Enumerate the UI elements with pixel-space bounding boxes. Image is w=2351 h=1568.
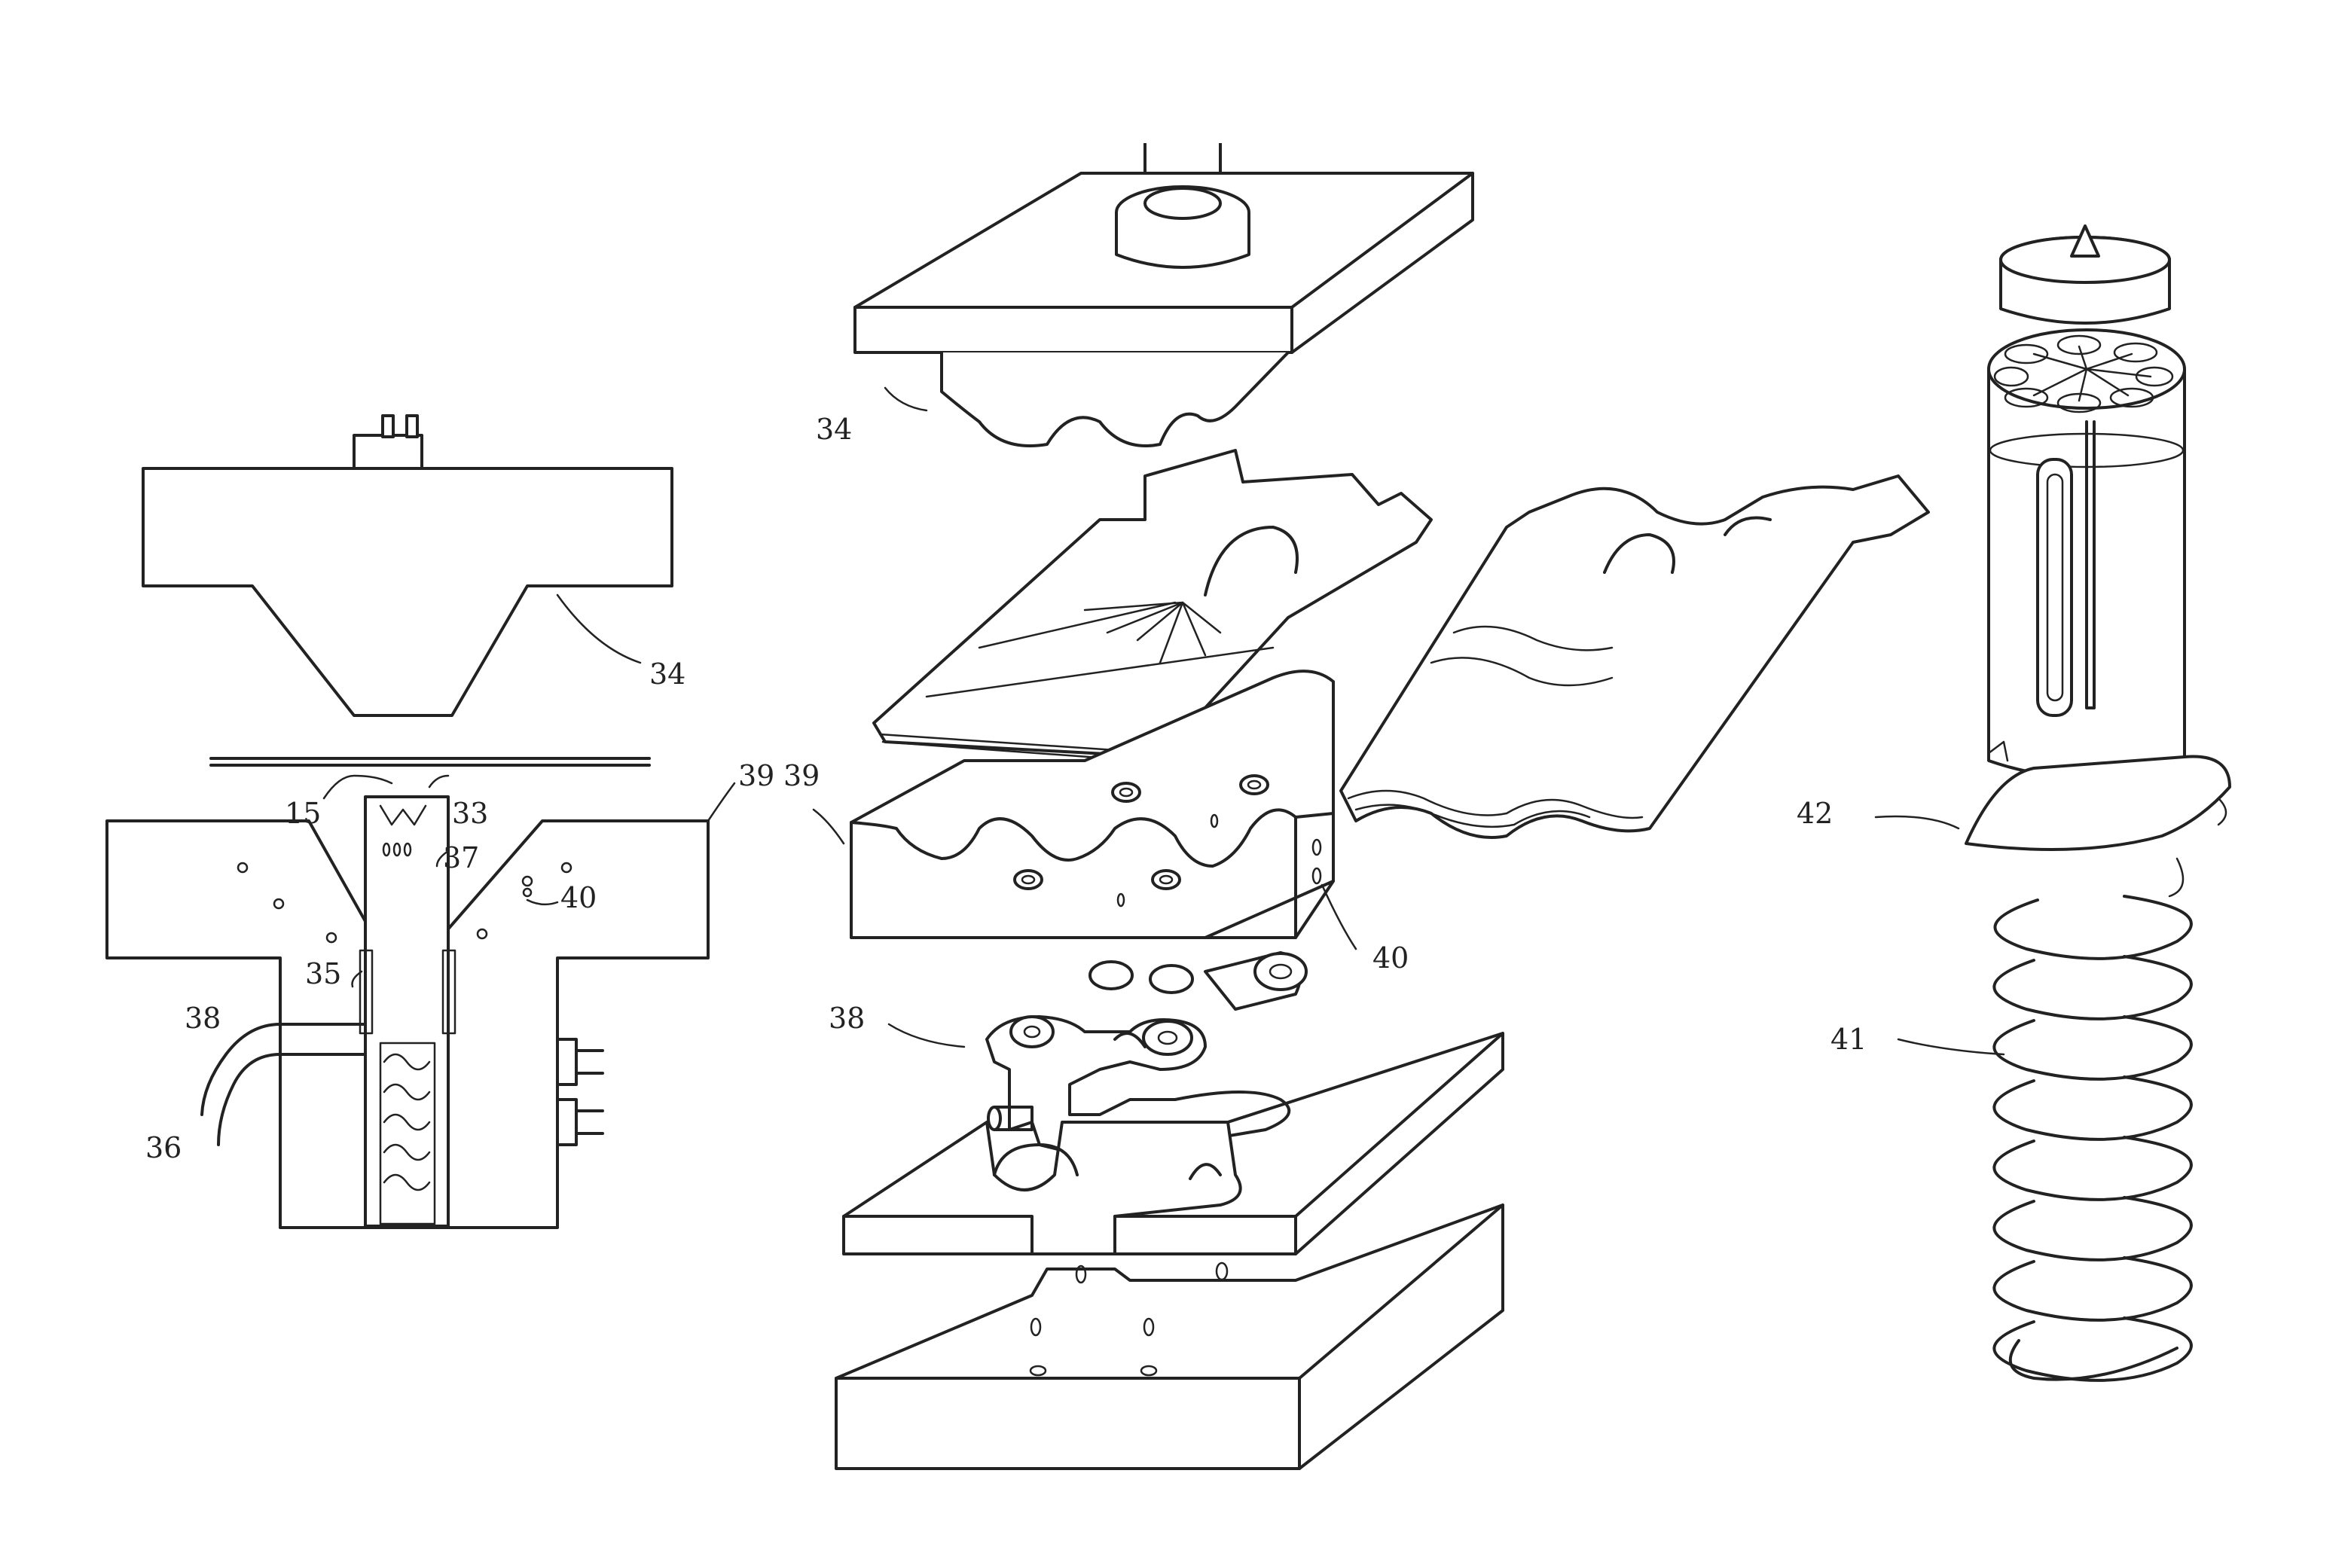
leader-39-center [814,810,844,843]
leader-42 [1876,816,1959,828]
ref-40-left: 40 [560,881,597,914]
leader-41 [1898,1039,2004,1054]
ejector-assembly [1876,226,2230,1380]
leader-40-center [1322,885,1356,949]
air-line-38 [202,1024,280,1115]
cap-with-spike [2001,226,2169,323]
upper-press-plate [855,143,1473,446]
ref-34-center: 34 [816,413,852,446]
upper-die-section [143,416,672,715]
leader-33 [429,776,448,787]
sheet-stack-flat [874,450,1431,762]
ref-33: 33 [452,797,488,830]
ref-15: 15 [285,797,321,830]
ref-36: 36 [145,1131,182,1164]
compression-spring [1898,896,2191,1380]
sheet-material [211,758,649,798]
leader-34-left [557,595,640,663]
leader-38-center [889,1024,964,1047]
ref-41: 41 [1830,1023,1867,1056]
ref-35: 35 [305,957,341,990]
ejector-cylinder [1876,330,2230,896]
ref-39-center: 39 [783,759,820,792]
sheet-stack-formed [1341,476,1928,837]
ref-38-left: 38 [185,1002,221,1035]
ref-39-left: 39 [738,759,774,792]
cross-section-view [107,416,734,1228]
ref-34-left: 34 [649,657,685,691]
leader-39-left [708,783,734,821]
leader-34-center [885,388,927,410]
ref-38-center: 38 [829,1002,865,1035]
ref-42: 42 [1797,797,1833,830]
ref-40-center: 40 [1372,941,1409,975]
exploded-isometric-view [814,143,1928,1469]
ref-37: 37 [443,841,479,874]
leader-15 [324,776,392,798]
